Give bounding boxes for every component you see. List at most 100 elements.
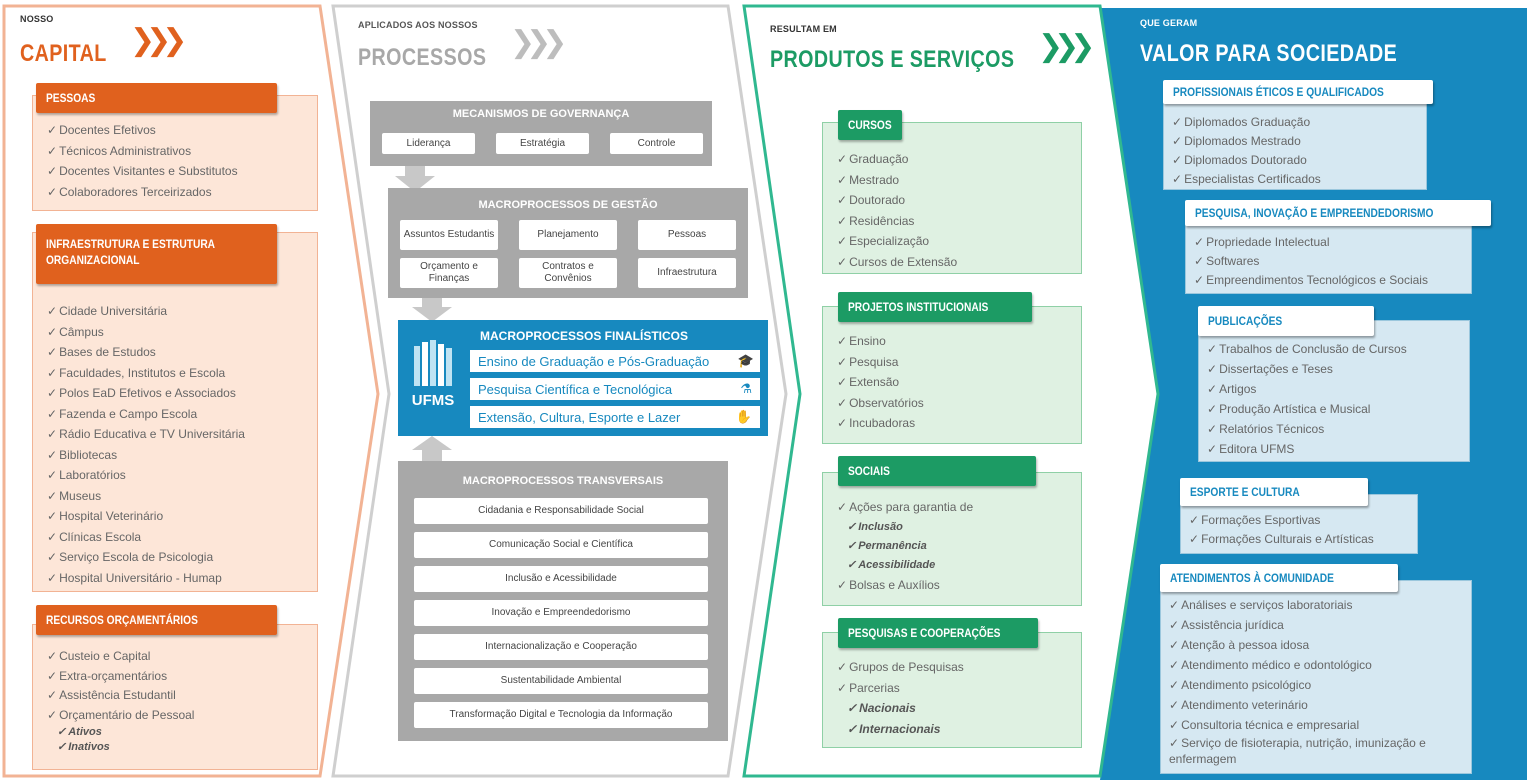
up-arrow-icon [412, 436, 452, 462]
profissionais-header: PROFISSIONAIS ÉTICOS E QUALIFICADOS [1163, 80, 1433, 104]
col4-title: VALOR PARA SOCIEDADE [1140, 40, 1398, 67]
pessoas-list: Docentes Efetivos Técnicos Administrativ… [47, 120, 238, 202]
list-item: Formações Esportivas [1189, 511, 1374, 530]
gestao-item: Planejamento [519, 220, 617, 250]
publicacoes-header: PUBLICAÇÕES [1198, 306, 1374, 336]
list-item: Relatórios Técnicos [1207, 419, 1407, 439]
col2-small-heading: APLICADOS AOS NOSSOS [358, 20, 478, 30]
inovacao-header: PESQUISA, INOVAÇÃO E EMPREENDEDORISMO [1185, 200, 1491, 226]
governanca-box: MECANISMOS DE GOVERNANÇA Liderança Estra… [370, 101, 712, 166]
col3-small-heading: RESULTAM EM [770, 24, 837, 34]
list-item: Especialistas Certificados [1172, 170, 1321, 189]
list-item: Observatórios [837, 393, 924, 414]
list-item: Clínicas Escola [47, 527, 245, 548]
list-item: Extra-orçamentários [47, 667, 194, 687]
infraestrutura-list: Cidade Universitária Câmpus Bases de Est… [47, 301, 245, 588]
col4-small-heading: QUE GERAM [1140, 18, 1198, 28]
publicacoes-list: Trabalhos de Conclusão de Cursos Dissert… [1207, 339, 1407, 459]
list-item: Ações para garantia de [837, 497, 973, 518]
list-item: Polos EaD Efetivos e Associados [47, 383, 245, 404]
list-subitem: Acessibilidade [837, 556, 973, 575]
list-item: Cursos de Extensão [837, 252, 957, 273]
cursos-box: Graduação Mestrado Doutorado Residências… [822, 122, 1082, 274]
list-item: Laboratórios [47, 465, 245, 486]
list-item: Atendimento médico e odontológico [1169, 655, 1465, 675]
list-item: Bases de Estudos [47, 342, 245, 363]
transversais-item: Inclusão e Acessibilidade [414, 566, 708, 592]
list-item: Artigos [1207, 379, 1407, 399]
transversais-item: Internacionalização e Cooperação [414, 634, 708, 660]
list-item: Grupos de Pesquisas [837, 657, 964, 678]
projetos-header: PROJETOS INSTITUCIONAIS [838, 292, 1032, 322]
list-subitem: Internacionais [837, 719, 964, 740]
list-item: Atendimento veterinário [1169, 695, 1465, 715]
list-item: Câmpus [47, 322, 245, 343]
hands-icon: ✋ [735, 409, 752, 424]
list-item: Extensão [837, 372, 924, 393]
cursos-list: Graduação Mestrado Doutorado Residências… [837, 149, 957, 272]
infraestrutura-box: Cidade Universitária Câmpus Bases de Est… [32, 232, 318, 592]
list-item: Faculdades, Institutos e Escola [47, 363, 245, 384]
esporte-header: ESPORTE E CULTURA [1180, 478, 1368, 506]
list-item: Bolsas e Auxílios [837, 575, 973, 596]
list-item: Atenção à pessoa idosa [1169, 635, 1465, 655]
gestao-item: Assuntos Estudantis [400, 220, 498, 250]
list-item: Assistência jurídica [1169, 615, 1465, 635]
list-item: Diplomados Mestrado [1172, 132, 1321, 151]
list-item: Consultoria técnica e empresarial [1169, 715, 1465, 735]
list-item: Cidade Universitária [47, 301, 245, 322]
col1-chevron-icon: ❯❯❯ [130, 23, 188, 58]
pessoas-box: Docentes Efetivos Técnicos Administrativ… [32, 95, 318, 211]
down-arrow-icon [412, 298, 452, 322]
governanca-item: Controle [610, 133, 703, 154]
list-item: Hospital Universitário - Humap [47, 568, 245, 589]
list-item: Diplomados Doutorado [1172, 151, 1321, 170]
esporte-list: Formações Esportivas Formações Culturais… [1189, 511, 1374, 549]
list-item: Mestrado [837, 170, 957, 191]
transversais-item: Inovação e Empreendedorismo [414, 600, 708, 626]
gestao-title: MACROPROCESSOS DE GESTÃO [478, 199, 658, 211]
list-subitem: Permanência [837, 537, 973, 556]
finalisticos-item: Pesquisa Científica e Tecnológica⚗ [470, 378, 760, 400]
inovacao-box: Propriedade Intelectual Softwares Empree… [1185, 218, 1472, 294]
list-item: Editora UFMS [1207, 439, 1407, 459]
list-item: Hospital Veterinário [47, 506, 245, 527]
list-item: Orçamentário de Pessoal [47, 706, 194, 726]
finalisticos-box: MACROPROCESSOS FINALÍSTICOS UFMS Ensino … [398, 320, 768, 436]
pessoas-header: PESSOAS [36, 83, 277, 113]
recursos-box: Custeio e Capital Extra-orçamentários As… [32, 624, 318, 770]
down-arrow-icon [395, 166, 435, 192]
projetos-box: Ensino Pesquisa Extensão Observatórios I… [822, 306, 1082, 444]
finalisticos-item: Extensão, Cultura, Esporte e Lazer✋ [470, 406, 760, 428]
gestao-item: Pessoas [638, 220, 736, 250]
col1-small-heading: NOSSO [20, 14, 54, 24]
profissionais-list: Diplomados Graduação Diplomados Mestrado… [1172, 113, 1321, 189]
gestao-box: MACROPROCESSOS DE GESTÃO Assuntos Estuda… [388, 188, 748, 298]
gestao-item: Orçamento e Finanças [400, 258, 498, 288]
col3-title: PRODUTOS E SERVIÇOS [770, 46, 1015, 73]
pesquisas-box: Grupos de Pesquisas Parcerias Nacionais … [822, 632, 1082, 748]
finalisticos-title: MACROPROCESSOS FINALÍSTICOS [480, 329, 689, 343]
list-item: Produção Artística e Musical [1207, 399, 1407, 419]
pesquisas-header: PESQUISAS E COOPERAÇÕES [838, 618, 1038, 648]
recursos-list: Custeio e Capital Extra-orçamentários As… [47, 647, 194, 755]
list-item: Incubadoras [837, 413, 924, 434]
gestao-item: Contratos e Convênios [519, 258, 617, 288]
sociais-list: Ações para garantia de Inclusão Permanên… [837, 497, 973, 595]
list-item: Formações Culturais e Artísticas [1189, 530, 1374, 549]
list-item: Docentes Efetivos [47, 120, 238, 141]
ufms-logo-text: UFMS [411, 392, 455, 409]
list-item: Ensino [837, 331, 924, 352]
list-item: Doutorado [837, 190, 957, 211]
col3-chevron-icon: ❯❯❯ [1038, 29, 1096, 64]
list-subitem: Ativos [47, 725, 194, 740]
microscope-icon: ⚗ [740, 381, 752, 396]
list-subitem: Inclusão [837, 518, 973, 537]
finalisticos-item: Ensino de Graduação e Pós-Graduação🎓 [470, 350, 760, 372]
list-item: Museus [47, 486, 245, 507]
list-subitem: Nacionais [837, 698, 964, 719]
list-subitem: Inativos [47, 740, 194, 755]
list-item: Colaboradores Terceirizados [47, 182, 238, 203]
list-item: Diplomados Graduação [1172, 113, 1321, 132]
graduation-cap-icon: 🎓 [737, 353, 754, 368]
